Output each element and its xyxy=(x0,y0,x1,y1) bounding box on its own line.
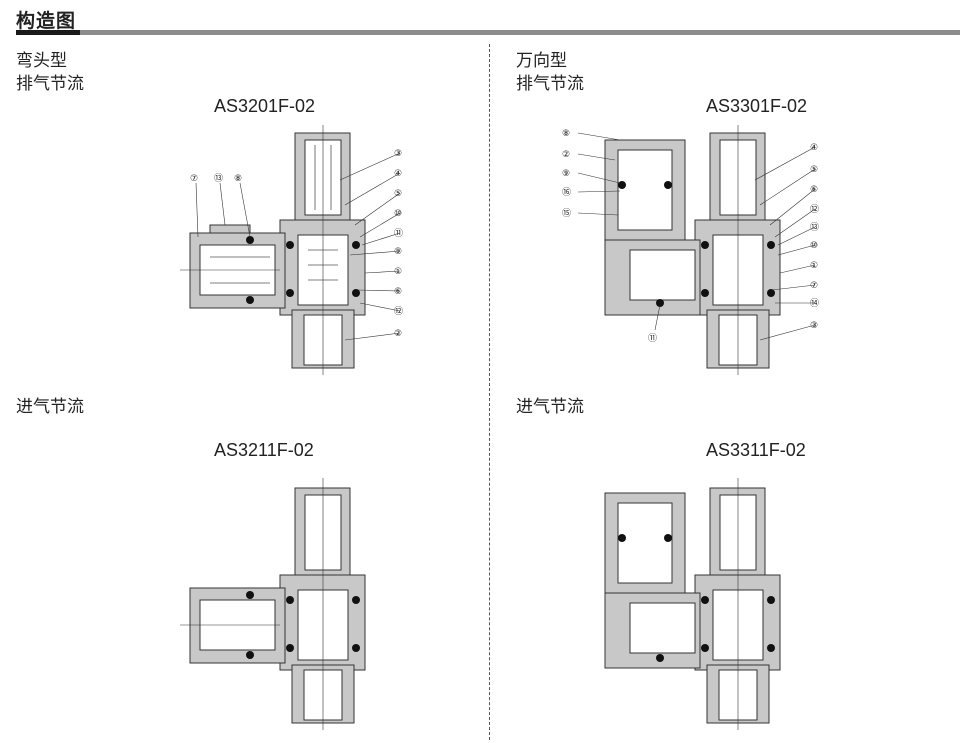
callout-15-right: ⑮ xyxy=(562,208,571,219)
header-bar-accent xyxy=(16,30,80,35)
header-bar xyxy=(80,30,960,35)
callout-10-left: ⑩ xyxy=(394,209,402,219)
callout-7-left: ⑦ xyxy=(190,174,198,184)
drawing-universal-exhaust: ④ ⑤ ⑥ ⑫ ⑬ ⑩ ① ⑦ ⑭ ③ ⑧ ② ⑨ ⑯ ⑮ ⑪ xyxy=(562,125,819,375)
callout-3-right: ③ xyxy=(810,321,818,331)
callout-7-right: ⑦ xyxy=(810,281,818,291)
callout-5-right: ⑤ xyxy=(810,165,818,175)
model-as3301f: AS3301F-02 xyxy=(706,96,808,116)
callout-4-left: ④ xyxy=(394,169,402,179)
callout-4-right: ④ xyxy=(810,143,818,153)
callout-13-right: ⑬ xyxy=(810,222,819,233)
callout-6-right: ⑥ xyxy=(810,185,818,195)
drawing-universal-inlet xyxy=(604,478,781,730)
callout-14-right: ⑭ xyxy=(810,298,819,309)
mode-label-inlet-left: 进气节流 xyxy=(16,397,84,417)
callout-13-left: ⑬ xyxy=(214,173,223,184)
model-as3201f: AS3201F-02 xyxy=(214,96,316,116)
callout-3-left: ③ xyxy=(394,149,402,159)
callout-5-left: ⑤ xyxy=(394,189,402,199)
callout-2-right: ② xyxy=(562,150,570,160)
callout-12-right: ⑫ xyxy=(810,204,819,215)
callout-11-right: ⑪ xyxy=(648,333,657,344)
drawing-elbow-exhaust: ③ ④ ⑤ ⑩ ⑪ ⑨ ① ⑥ ⑫ ② ⑦ ⑬ ⑧ xyxy=(180,125,403,375)
callout-8-left: ⑧ xyxy=(234,174,242,184)
callout-1-left: ① xyxy=(394,267,402,277)
callout-16-right: ⑯ xyxy=(562,187,571,198)
callout-2-left: ② xyxy=(394,329,402,339)
callout-10-right: ⑩ xyxy=(810,241,818,251)
callout-1-right: ① xyxy=(810,261,818,271)
section-title: 构造图 xyxy=(16,10,77,32)
type-label-elbow: 弯头型 xyxy=(16,51,67,71)
mode-label-inlet-right: 进气节流 xyxy=(516,397,584,417)
mode-label-exhaust-right: 排气节流 xyxy=(516,74,584,94)
callout-9-right: ⑨ xyxy=(562,169,570,179)
type-label-universal: 万向型 xyxy=(516,51,567,71)
center-divider xyxy=(489,44,490,740)
model-as3311f: AS3311F-02 xyxy=(706,440,806,460)
section-header: 构造图 xyxy=(0,0,971,40)
mode-label-exhaust-left: 排气节流 xyxy=(16,74,84,94)
model-as3211f: AS3211F-02 xyxy=(214,440,314,460)
callout-12-left: ⑫ xyxy=(394,306,403,317)
callout-11-left: ⑪ xyxy=(394,228,403,239)
callout-6-left: ⑥ xyxy=(394,287,402,297)
callout-9-left: ⑨ xyxy=(394,247,402,257)
drawing-elbow-inlet xyxy=(180,478,366,730)
callout-8-right: ⑧ xyxy=(562,129,570,139)
